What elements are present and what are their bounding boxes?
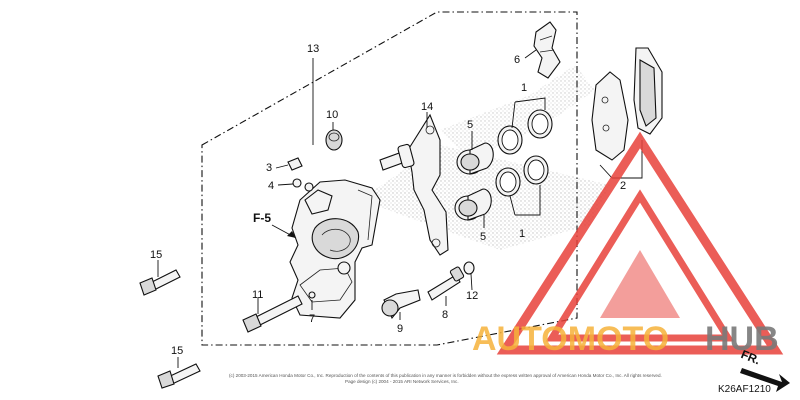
pad-spring (533, 21, 561, 79)
callout-5-bottom: 5 (480, 231, 486, 243)
leader-lines (157, 49, 643, 368)
bleeder-cap (325, 129, 343, 151)
callout-9: 9 (397, 323, 403, 335)
callout-2: 2 (620, 180, 626, 192)
callouts: 13 10 3 4 14 5 5 1 1 6 2 11 7 9 8 12 15 … (150, 43, 626, 357)
flange-bolt-top (139, 269, 181, 296)
ref-f5: F-5 (253, 211, 297, 239)
callout-14: 14 (421, 101, 433, 113)
callout-8: 8 (442, 309, 448, 321)
callout-15-top: 15 (150, 249, 162, 261)
copyright-line-1: (c) 2003-2015 American Honda Motor Co., … (229, 373, 662, 378)
brake-pad-outer (633, 47, 663, 135)
seal-set-top (497, 109, 553, 155)
callout-1-bottom: 1 (519, 228, 525, 240)
bleeder-screw (287, 157, 303, 171)
callout-5-top: 5 (467, 119, 473, 131)
watermark-text-orange: AUTOMOTO (472, 320, 669, 358)
brake-pad-inner (591, 71, 629, 161)
watermark-logo (496, 131, 784, 355)
callout-15-bottom: 15 (171, 345, 183, 357)
pin-bolt (242, 295, 303, 333)
pin-bolt-b (381, 289, 421, 320)
callout-10: 10 (326, 109, 338, 121)
callout-13: 13 (307, 43, 319, 55)
seal-set-bottom (495, 155, 549, 197)
callout-11: 11 (252, 289, 263, 301)
caliper-body (289, 179, 381, 319)
callout-1-top: 1 (521, 82, 527, 94)
callout-4: 4 (268, 180, 274, 192)
front-direction-arrow: FR. (739, 347, 790, 392)
piston-bottom (454, 188, 492, 221)
diagram-code: K26AF1210 (718, 384, 771, 395)
callout-7: 7 (309, 313, 315, 325)
caliper-bracket (379, 113, 449, 256)
ref-f5-label: F-5 (253, 211, 271, 225)
pin-bolt-c (427, 266, 465, 301)
assembly-frame (201, 11, 578, 346)
flange-bolt-bottom (157, 363, 201, 389)
callout-12: 12 (466, 290, 478, 302)
callout-6: 6 (514, 54, 520, 66)
direction-label: FR. (739, 347, 762, 367)
bleeder-washer (292, 178, 314, 192)
washer (308, 291, 316, 299)
watermark-text-gray: HUB (705, 320, 779, 358)
piston-top (456, 142, 494, 175)
callout-3: 3 (266, 162, 272, 174)
pin-boot (463, 261, 475, 275)
copyright-line-2: Page design (c) 2004 - 2015 ARI Network … (345, 379, 459, 384)
